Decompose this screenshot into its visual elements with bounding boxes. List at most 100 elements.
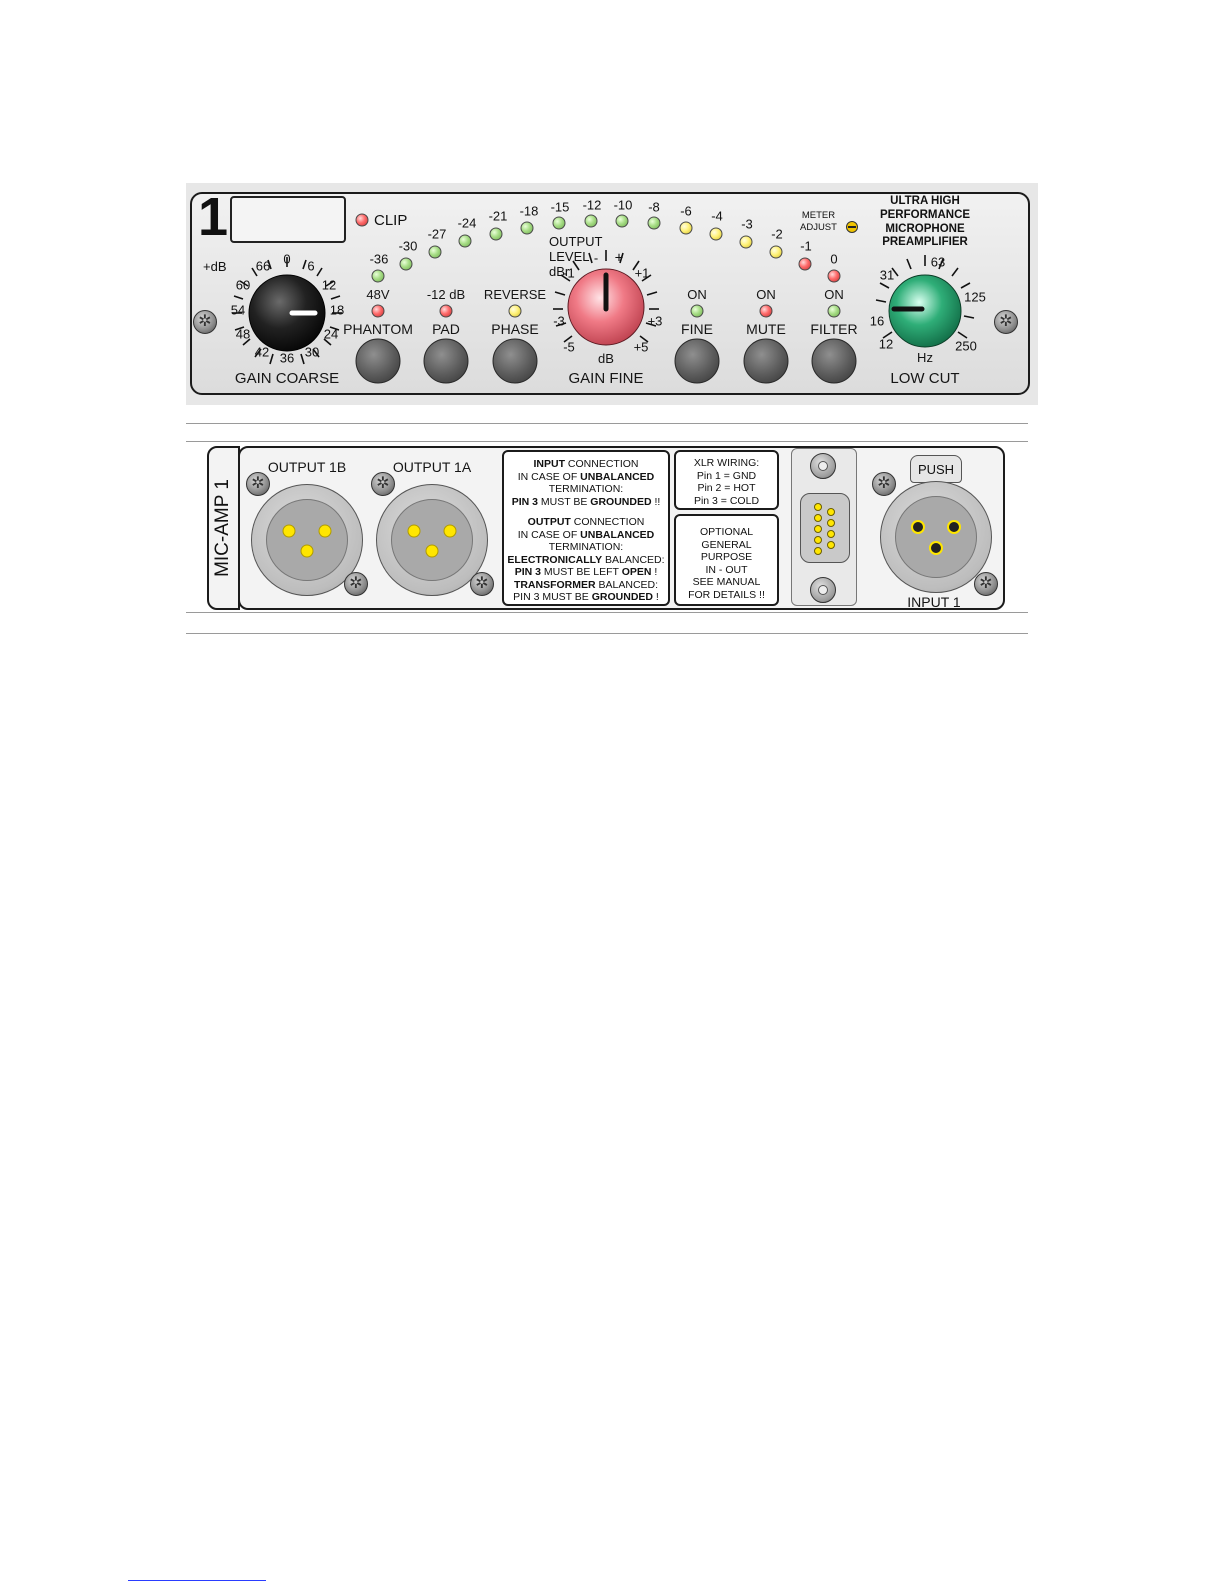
gain-coarse-scale: 60	[235, 277, 251, 293]
meter-led	[489, 227, 503, 241]
meter-led	[798, 257, 812, 271]
input-1-screw-icon: ✲	[974, 572, 998, 596]
meter-led	[769, 245, 783, 259]
meter-led	[709, 227, 723, 241]
low-cut-label: LOW CUT	[890, 370, 960, 387]
pad-led	[439, 304, 453, 318]
dsub-pin	[814, 514, 822, 522]
low-cut-scale: 63	[930, 254, 946, 270]
gain-fine-knob[interactable]	[545, 247, 667, 369]
meter-led	[428, 245, 442, 259]
meter-scale-label: -36	[369, 251, 389, 267]
gain-coarse-scale: 30	[304, 344, 320, 360]
output-1b-xlr-connector[interactable]	[251, 484, 363, 596]
gain-fine-scale: +1	[634, 265, 650, 281]
xlr-socket	[947, 520, 961, 534]
gain-coarse-knob[interactable]	[225, 255, 349, 375]
dsub-pin	[814, 503, 822, 511]
title-line: PREAMPLIFIER	[882, 236, 968, 248]
input-1-screw-icon: ✲	[872, 472, 896, 496]
xlr-pin	[300, 544, 314, 558]
gain-coarse-scale: 18	[329, 302, 345, 318]
gain-fine-scale: -1	[563, 265, 575, 281]
phase-led-label: REVERSE	[483, 287, 547, 302]
phase-button[interactable]	[492, 338, 538, 384]
meter-scale-label: -10	[613, 197, 633, 213]
dsub-pin	[827, 530, 835, 538]
gain-coarse-scale: 24	[323, 326, 339, 342]
xlr-pin	[425, 544, 439, 558]
meter-led	[584, 214, 598, 228]
output-1a-screw-icon: ✲	[371, 472, 395, 496]
meter-led	[679, 221, 693, 235]
mute-led	[759, 304, 773, 318]
output-1a-xlr-connector[interactable]	[376, 484, 488, 596]
meter-scale-label: 0	[830, 251, 838, 267]
gain-fine-scale: +5	[633, 339, 649, 355]
phantom-button[interactable]	[355, 338, 401, 384]
divider-line	[186, 612, 1028, 613]
meter-scale-label: -18	[519, 203, 539, 219]
pad-button[interactable]	[423, 338, 469, 384]
meter-led	[552, 216, 566, 230]
phase-led	[508, 304, 522, 318]
gain-coarse-scale: 42	[254, 344, 270, 360]
xlr-pin	[407, 524, 421, 538]
rear-model-label: MIC-AMP 1	[212, 479, 233, 577]
xlr-socket	[911, 520, 925, 534]
pad-led-label: -12 dB	[426, 287, 466, 302]
fine-button[interactable]	[674, 338, 720, 384]
push-release-tab[interactable]: PUSH	[910, 455, 962, 483]
title-line: MICROPHONE	[885, 223, 965, 235]
low-cut-unit: Hz	[917, 350, 933, 365]
gain-fine-scale: -	[593, 250, 599, 266]
low-cut-scale: 12	[878, 336, 894, 352]
phase-label: PHASE	[491, 321, 539, 337]
input-1-xlr-connector[interactable]	[880, 481, 992, 593]
meter-scale-label: -27	[427, 226, 447, 242]
dsub-pin	[827, 541, 835, 549]
low-cut-scale: 31	[879, 267, 895, 283]
meter-scale-label: -4	[711, 208, 723, 224]
filter-label: FILTER	[810, 321, 858, 337]
low-cut-scale: 250	[955, 338, 977, 354]
gain-fine-unit: dB	[598, 351, 614, 366]
dsub-pin	[814, 536, 822, 544]
dsub-9-connector[interactable]	[800, 493, 850, 563]
gain-coarse-unit: +dB	[203, 259, 227, 274]
mute-led-label: ON	[756, 287, 776, 302]
fine-label: FINE	[681, 321, 713, 337]
gain-coarse-scale: 54	[230, 302, 246, 318]
filter-button[interactable]	[811, 338, 857, 384]
filter-led	[827, 304, 841, 318]
meter-scale-label: -15	[550, 199, 570, 215]
title-line: ULTRA HIGH	[890, 195, 960, 207]
dsub-hex-standoff-icon	[810, 577, 836, 603]
connection-notes-box: INPUT CONNECTION IN CASE OF UNBALANCED T…	[502, 450, 670, 606]
meter-led	[458, 234, 472, 248]
divider-line	[186, 423, 1028, 424]
phantom-led-label: 48V	[366, 287, 390, 302]
output-1a-screw-icon: ✲	[470, 572, 494, 596]
gain-fine-label: GAIN FINE	[568, 370, 644, 387]
meter-adjust-trim-screw[interactable]	[846, 221, 858, 233]
meter-scale-label: -1	[800, 238, 812, 254]
xlr-socket	[929, 541, 943, 555]
dsub-pin	[814, 525, 822, 533]
dsub-pin	[827, 519, 835, 527]
gain-coarse-scale: 66	[255, 258, 271, 274]
mute-button[interactable]	[743, 338, 789, 384]
meter-adjust-label: METER ADJUST	[800, 210, 837, 233]
channel-label-strip	[230, 196, 346, 243]
clip-label: CLIP	[374, 212, 408, 229]
dsub-hex-standoff-icon	[810, 453, 836, 479]
meter-scale-label: -2	[771, 226, 783, 242]
phantom-led	[371, 304, 385, 318]
meter-scale-label: -21	[488, 208, 508, 224]
clip-led	[355, 213, 369, 227]
meter-scale-label: -30	[398, 238, 418, 254]
gain-fine-scale: -5	[563, 339, 575, 355]
meter-led	[520, 221, 534, 235]
xlr-pin	[282, 524, 296, 538]
low-cut-knob[interactable]	[866, 252, 984, 370]
